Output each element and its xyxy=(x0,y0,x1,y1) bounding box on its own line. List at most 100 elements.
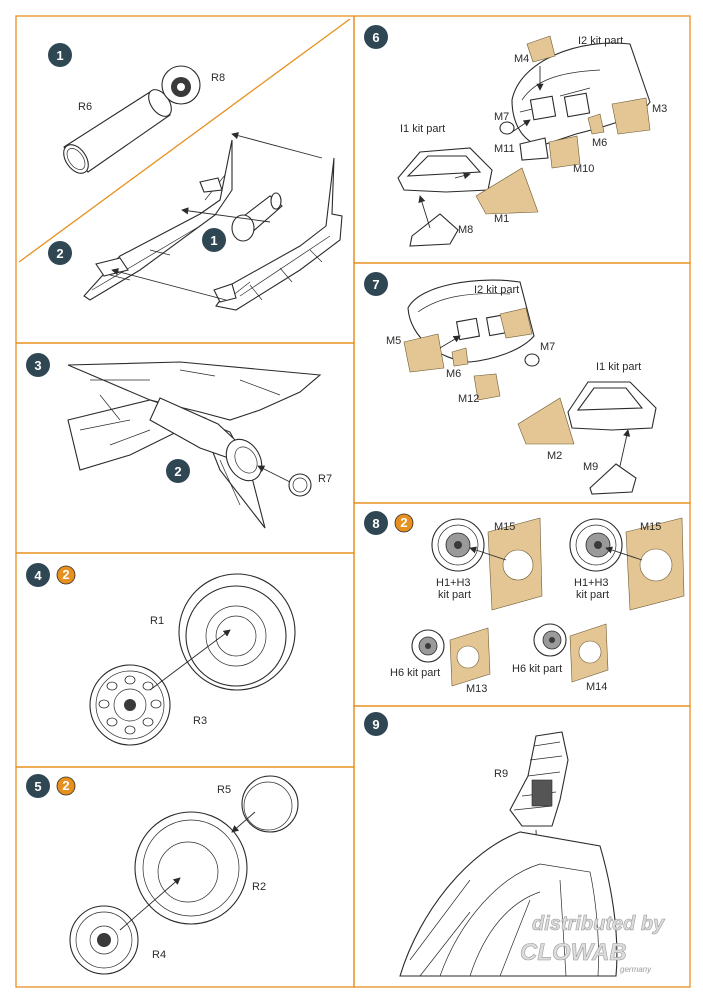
mask-M7 xyxy=(524,353,540,367)
svg-text:M4: M4 xyxy=(514,53,529,65)
main-wheel-left xyxy=(431,518,485,572)
mask-M1 xyxy=(475,167,539,215)
mask-M11 xyxy=(519,137,549,161)
svg-text:kit part: kit part xyxy=(576,589,609,601)
mask-M5 xyxy=(403,333,445,373)
svg-text:M11: M11 xyxy=(494,143,515,155)
svg-text:1: 1 xyxy=(210,233,217,248)
windscreen-i1-drawing xyxy=(397,147,493,193)
svg-text:2: 2 xyxy=(62,778,69,793)
sub-assembly-badge xyxy=(166,459,190,483)
svg-text:3: 3 xyxy=(34,358,41,373)
svg-text:H1+H3: H1+H3 xyxy=(436,577,471,589)
cockpit-fuselage-drawing xyxy=(399,831,618,977)
svg-text:H6 kit part: H6 kit part xyxy=(390,667,440,679)
step-9-panel: 9 R9 distributed by CLOWAB germany xyxy=(364,712,666,977)
step-badge xyxy=(26,353,50,377)
svg-text:9: 9 xyxy=(372,717,379,732)
svg-text:R8: R8 xyxy=(211,72,225,84)
svg-text:R6: R6 xyxy=(78,101,92,113)
svg-text:7: 7 xyxy=(372,277,379,292)
mask-M6 xyxy=(451,347,469,367)
svg-text:2: 2 xyxy=(62,567,69,582)
step-badge xyxy=(364,511,388,535)
svg-text:M14: M14 xyxy=(586,681,607,693)
svg-text:R9: R9 xyxy=(494,768,508,780)
step-badge xyxy=(364,712,388,736)
step-badge xyxy=(364,272,388,296)
svg-text:M6: M6 xyxy=(592,137,607,149)
svg-text:M5: M5 xyxy=(386,335,401,347)
main-wheel-right xyxy=(569,518,623,572)
svg-text:M7: M7 xyxy=(540,341,555,353)
step-badge xyxy=(48,241,72,265)
step-badge xyxy=(26,563,50,587)
svg-text:R4: R4 xyxy=(152,949,166,961)
sub-assembly-badge xyxy=(202,228,226,252)
svg-text:M6: M6 xyxy=(446,368,461,380)
svg-text:H6 kit part: H6 kit part xyxy=(512,663,562,675)
distributor-watermark: distributed by CLOWAB germany xyxy=(520,913,666,974)
svg-text:distributed by: distributed by xyxy=(532,913,665,935)
mask-M7-area xyxy=(499,307,533,339)
panel-frames xyxy=(15,15,691,988)
step-3-panel: 3 2 R7 xyxy=(26,353,332,529)
svg-text:M8: M8 xyxy=(458,224,473,236)
svg-text:M3: M3 xyxy=(652,103,667,115)
ref-badge xyxy=(56,776,76,796)
mask-M3 xyxy=(611,97,651,135)
svg-text:M7: M7 xyxy=(494,111,509,123)
svg-text:M15: M15 xyxy=(494,521,515,533)
svg-text:2: 2 xyxy=(174,464,181,479)
svg-text:I1 kit part: I1 kit part xyxy=(596,361,641,373)
step-badge xyxy=(26,774,50,798)
svg-text:R2: R2 xyxy=(252,881,266,893)
svg-text:R5: R5 xyxy=(217,784,231,796)
svg-text:R3: R3 xyxy=(193,715,207,727)
exhaust-pipe-part xyxy=(63,89,172,174)
fuselage-halves-drawing xyxy=(83,132,343,311)
svg-text:2: 2 xyxy=(400,515,407,530)
step-number: 1 xyxy=(56,48,63,63)
svg-text:M2: M2 xyxy=(547,450,562,462)
aircraft-rear-drawing xyxy=(67,361,322,529)
mask-M6 xyxy=(587,113,605,135)
mask-M4 xyxy=(526,35,556,63)
step-5-panel: 5 2 R5 R2 R4 xyxy=(26,774,299,975)
ejection-seat-part xyxy=(509,731,569,827)
svg-text:I1 kit part: I1 kit part xyxy=(400,123,445,135)
step-badge xyxy=(48,43,72,67)
step-2-panel: 2 1 xyxy=(48,132,343,311)
svg-text:2: 2 xyxy=(56,246,63,261)
step-1-panel: 1 R6 R8 xyxy=(48,43,225,174)
svg-text:M10: M10 xyxy=(573,163,594,175)
svg-text:I2 kit part: I2 kit part xyxy=(578,35,623,47)
wheel-hub-part xyxy=(89,664,171,746)
mask-M12 xyxy=(473,373,501,401)
svg-text:M13: M13 xyxy=(466,683,487,695)
svg-text:H1+H3: H1+H3 xyxy=(574,577,609,589)
svg-text:kit part: kit part xyxy=(438,589,471,601)
nose-wheel-right xyxy=(533,623,567,657)
tire-part xyxy=(178,573,296,691)
tire-part xyxy=(134,811,248,925)
nose-wheel-left xyxy=(411,629,445,663)
ref-badge xyxy=(394,513,414,533)
mask-M7 xyxy=(499,121,515,135)
svg-text:R1: R1 xyxy=(150,615,164,627)
svg-text:germany: germany xyxy=(620,965,652,974)
mask-M10 xyxy=(548,135,581,169)
svg-text:4: 4 xyxy=(34,568,42,583)
step-6-panel: 6 I2 kit part M4 M3 M7 M11 M6 M10 I1 kit… xyxy=(364,25,667,247)
step-8-panel: 8 2 xyxy=(364,511,685,695)
svg-text:CLOWAB: CLOWAB xyxy=(520,939,627,966)
svg-text:M15: M15 xyxy=(640,521,661,533)
inner-hub-part xyxy=(241,775,299,833)
svg-text:R7: R7 xyxy=(318,473,332,485)
step-4-panel: 4 2 R1 R3 xyxy=(26,563,296,746)
svg-text:I2 kit part: I2 kit part xyxy=(474,284,519,296)
svg-text:M1: M1 xyxy=(494,213,509,225)
ref-badge xyxy=(56,565,76,585)
svg-text:6: 6 xyxy=(372,30,379,45)
